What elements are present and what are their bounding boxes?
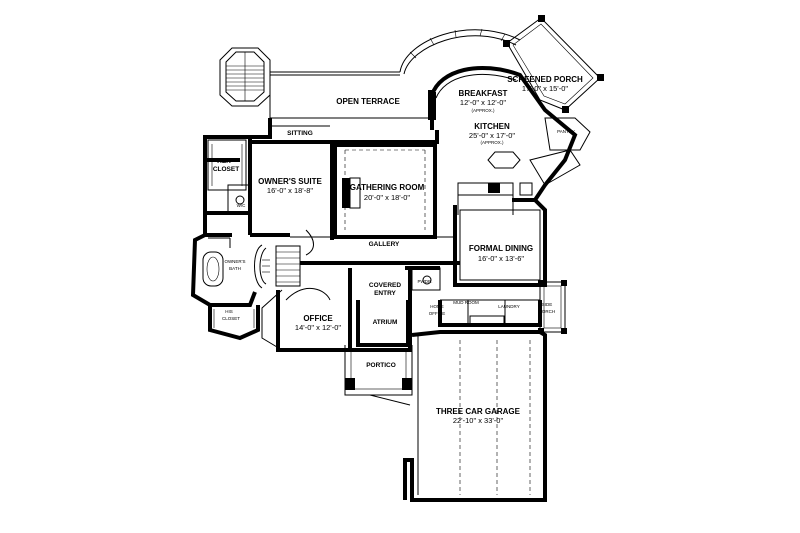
breakfast-kitchen-walls (428, 66, 578, 202)
screened-porch (503, 15, 604, 113)
kitchen-label: KITCHEN (474, 122, 510, 131)
pantry (529, 117, 591, 186)
three-car-garage-dims: 22'-10" x 33'-0" (453, 416, 504, 425)
screened-porch-dims: 17'-0" x 15'-0" (522, 84, 568, 93)
side-porch-label-2: PORCH (539, 309, 555, 314)
main-walls (190, 118, 567, 406)
her-closet-label-2: CLOSET (213, 166, 239, 173)
gathering-room-dims: 20'-0" x 18'-0" (364, 193, 410, 202)
pantry-label: PANTRY (557, 129, 575, 134)
office-label: OFFICE (303, 314, 333, 323)
wc-label: W/C (237, 203, 246, 208)
gathering-room-label: GATHERING ROOM (350, 183, 425, 192)
office-dims: 14'-0" x 12'-0" (295, 323, 341, 332)
pwdr-label: PWDR. (418, 279, 433, 284)
breakfast-note: (APPROX.) (471, 108, 495, 113)
terrace-outline (269, 28, 521, 119)
breakfast-label: BREAKFAST (459, 89, 508, 98)
atrium-label: ATRIUM (373, 319, 398, 326)
garage (403, 330, 547, 502)
home-office-label-2: OFFICE (429, 311, 446, 316)
covered-entry-label-2: ENTRY (374, 290, 396, 297)
room-labels: SCREENED PORCH 17'-0" x 15'-0" BREAKFAST… (213, 75, 583, 425)
three-car-garage-label: THREE CAR GARAGE (436, 407, 521, 416)
portico-label: PORTICO (366, 362, 396, 369)
gallery-label: GALLERY (369, 241, 400, 248)
owners-suite-dims: 16'-0" x 18'-8" (267, 186, 313, 195)
owners-bath-label-2: BATH (229, 266, 241, 271)
owners-suite-label: OWNER'S SUITE (258, 177, 322, 186)
her-closet-label-1: HER (217, 158, 231, 165)
owners-bath-label-1: OWNER'S (224, 259, 245, 264)
formal-dining-dims: 16'-0" x 13'-6" (478, 254, 524, 263)
kitchen-dims: 25'-0" x 17'-0" (469, 131, 515, 140)
formal-dining-label: FORMAL DINING (469, 244, 533, 253)
screened-porch-label: SCREENED PORCH (507, 75, 583, 84)
kitchen-fixtures (457, 151, 533, 215)
laundry-label: LAUNDRY (498, 304, 519, 309)
his-closet-label-2: CLOSET (222, 316, 240, 321)
exterior-stair (219, 47, 400, 107)
kitchen-note: (APPROX.) (480, 140, 504, 145)
mud-room-label: MUD ROOM (453, 300, 479, 305)
side-porch-label-1: SIDE (542, 302, 553, 307)
covered-entry-label-1: COVERED (369, 282, 401, 289)
home-office-label-1: HOME (430, 304, 444, 309)
his-closet-label-1: HIS (225, 309, 233, 314)
breakfast-dims: 12'-0" x 12'-0" (460, 98, 506, 107)
sitting-label: SITTING (287, 130, 313, 137)
open-terrace-label: OPEN TERRACE (336, 97, 400, 106)
